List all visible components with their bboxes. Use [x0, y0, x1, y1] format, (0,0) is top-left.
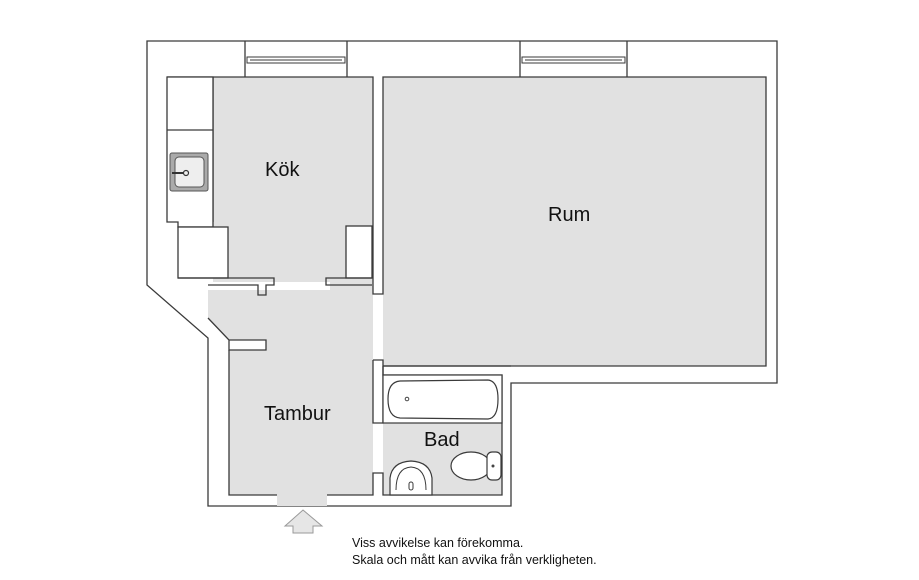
disclaimer-line-1: Viss avvikelse kan förekomma.	[352, 536, 524, 550]
entrance-floor	[277, 495, 327, 506]
outer-wall	[146, 40, 778, 507]
kitchen-floor	[213, 77, 373, 282]
window-icon	[519, 41, 628, 77]
room-label-kitchen: Kök	[265, 159, 300, 181]
room-label-living-room: Rum	[548, 204, 591, 226]
window-icon	[244, 41, 348, 77]
room-label-bathroom: Bad	[424, 429, 460, 451]
bathtub-icon	[382, 374, 503, 424]
living-room-floor	[383, 77, 766, 366]
entrance-arrow-icon	[283, 509, 324, 534]
hallway-wall	[228, 350, 277, 496]
hallway-floor	[208, 282, 373, 495]
kitchen-wall	[167, 76, 767, 367]
kitchen-counter	[166, 76, 214, 228]
kitchen-cabinet-right	[345, 225, 373, 279]
sink-icon	[169, 152, 209, 192]
washbasin-icon	[389, 460, 433, 496]
disclaimer-line-2: Skala och mått kan avvika från verklighe…	[352, 553, 597, 567]
kitchen-cabinet	[177, 226, 229, 279]
room-label-hallway: Tambur	[264, 403, 331, 425]
toilet-icon	[450, 451, 502, 481]
